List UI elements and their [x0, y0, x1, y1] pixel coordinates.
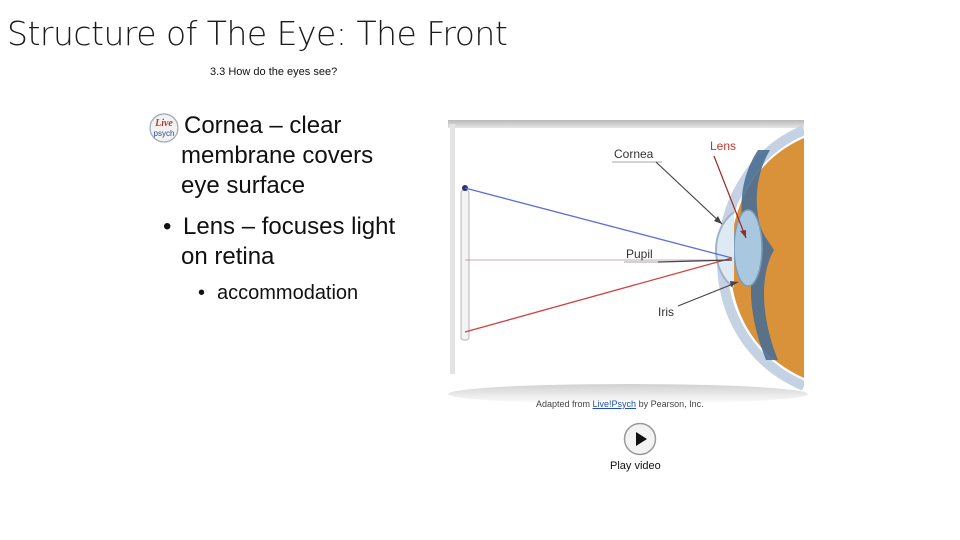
eye-diagram: Cornea Lens Pupil Iris: [448, 120, 804, 390]
arrowhead-iris: [730, 281, 738, 287]
diagram-frame-left: [450, 124, 455, 374]
play-icon: [636, 432, 647, 446]
livepsych-logo: Live psych: [149, 113, 179, 143]
bullet-cornea-line2: membrane covers: [181, 142, 374, 169]
arrowhead-lens: [740, 230, 746, 238]
label-iris: Iris: [658, 305, 674, 319]
light-ray-blue: [464, 187, 733, 259]
pointer-pupil: [657, 259, 733, 263]
bullet-marker: •: [163, 213, 172, 240]
pointer-cornea: [655, 161, 723, 225]
light-ray-red: [464, 257, 733, 333]
eye-illustration: [715, 125, 804, 390]
pencil-object: [460, 189, 470, 341]
section-subtitle: 3.3 How do the eyes see?: [210, 66, 338, 78]
diagram-shadow: [448, 384, 808, 404]
bullet-lens-line2: on retina: [181, 243, 275, 270]
credit-prefix: Adapted from: [536, 399, 593, 409]
lens-shape: [733, 209, 763, 287]
diagram-frame-top: [448, 120, 804, 128]
bullet-cornea-line1: Cornea – clear: [184, 112, 342, 139]
pointer-lens: [713, 155, 747, 239]
play-video-label[interactable]: Play video: [610, 460, 661, 472]
label-lens: Lens: [710, 139, 736, 153]
bullet-lens-line1: Lens – focuses light: [183, 213, 396, 240]
credit-suffix: by Pearson, Inc.: [636, 399, 704, 409]
cornea-bulge: [715, 211, 735, 289]
arrowhead-cornea: [714, 216, 722, 224]
image-credit: Adapted from Live!Psych by Pearson, Inc.: [536, 399, 704, 409]
pointer-iris: [677, 281, 739, 307]
page-title: Structure of The Eye: The Front: [7, 14, 508, 53]
bullet-cornea-line3: eye surface: [181, 172, 306, 199]
label-cornea: Cornea: [614, 147, 654, 161]
bullet-list: Cornea – clear membrane covers eye surfa…: [0, 0, 440, 320]
logo-text-psych: psych: [154, 129, 175, 138]
play-video-button[interactable]: [623, 422, 657, 456]
sub-bullet-accommodation: accommodation: [217, 282, 359, 304]
logo-text-live: Live: [154, 118, 173, 129]
sub-bullet-marker: •: [198, 282, 206, 304]
credit-link[interactable]: Live!Psych: [592, 399, 637, 409]
label-pupil: Pupil: [626, 247, 653, 261]
